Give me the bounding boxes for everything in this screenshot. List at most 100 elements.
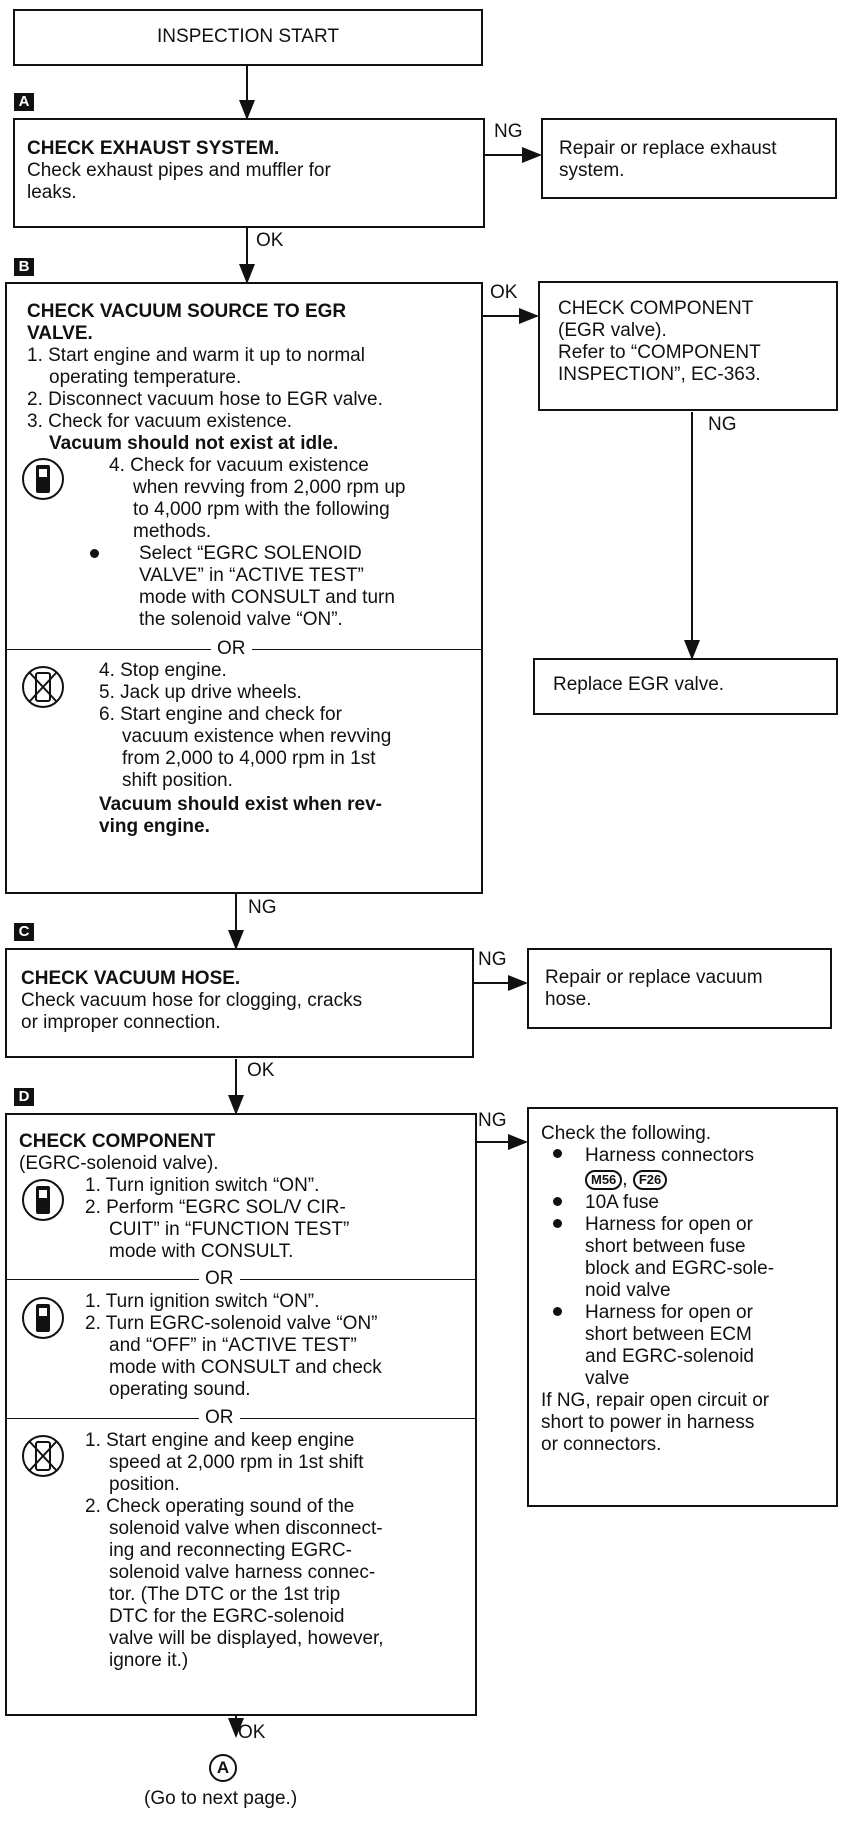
procedure-line: 2. Disconnect vacuum hose to EGR valve.	[27, 389, 383, 410]
procedure-line: and “OFF” in “ACTIVE TEST”	[109, 1335, 357, 1356]
check-exhaust-line: leaks.	[27, 182, 77, 203]
procedure-line: 4. Stop engine.	[99, 660, 227, 681]
procedure-line: valve will be displayed, however,	[109, 1628, 384, 1649]
check-vacuum-hose-line: or improper connection.	[21, 1012, 221, 1033]
check-following-line: or connectors.	[541, 1434, 662, 1455]
repair-vacuum-hose-box: Repair or replace vacuum hose.	[527, 948, 832, 1029]
procedure-line: 1. Turn ignition switch “ON”.	[85, 1175, 320, 1196]
procedure-line: shift position.	[122, 770, 233, 791]
bullet	[553, 1197, 562, 1206]
procedure-line: ing and reconnecting EGRC-	[109, 1540, 352, 1561]
repair-exhaust-line: system.	[559, 160, 625, 181]
procedure-line: 5. Jack up drive wheels.	[99, 682, 302, 703]
check-exhaust-line: Check exhaust pipes and muffler for	[27, 160, 331, 181]
check-following-line: Harness for open or	[585, 1302, 753, 1323]
check-following-line: Harness connectors	[585, 1145, 754, 1166]
repair-exhaust-line: Repair or replace exhaust	[559, 138, 777, 159]
bullet	[90, 549, 99, 558]
check-vacuum-source-title: CHECK VACUUM SOURCE TO EGR	[27, 301, 347, 322]
procedure-line: mode with CONSULT.	[109, 1241, 294, 1262]
procedure-line: 1. Turn ignition switch “ON”.	[85, 1291, 320, 1312]
procedure-line: mode with CONSULT and check	[109, 1357, 382, 1378]
check-egr-line: INSPECTION”, EC-363.	[558, 364, 761, 385]
replace-egr-label: Replace EGR valve.	[553, 674, 725, 695]
check-vacuum-hose-line: Check vacuum hose for clogging, cracks	[21, 990, 363, 1011]
consult-tester-icon	[22, 1297, 64, 1339]
check-following-line: 10A fuse	[585, 1192, 659, 1213]
procedure-line: DTC for the EGRC-solenoid	[109, 1606, 345, 1627]
check-following-line: If NG, repair open circuit or	[541, 1390, 770, 1411]
ok-label: OK	[238, 1722, 266, 1743]
procedure-line: operating temperature.	[49, 367, 242, 388]
bullet	[553, 1219, 562, 1228]
ng-label: NG	[494, 121, 523, 142]
check-following-line: short between fuse	[585, 1236, 746, 1257]
check-vacuum-hose-box: CHECK VACUUM HOSE. Check vacuum hose for…	[5, 948, 474, 1058]
ok-label: OK	[256, 230, 284, 251]
or-label: OR	[199, 1407, 240, 1429]
connector-ids: M56, F26	[585, 1169, 668, 1191]
procedure-line: 1. Start engine and keep engine	[85, 1430, 355, 1451]
or-label: OR	[199, 1268, 240, 1290]
procedure-line: VALVE” in “ACTIVE TEST”	[139, 565, 364, 586]
check-component-box: CHECK COMPONENT (EGRC-solenoid valve). 1…	[5, 1113, 477, 1716]
ok-label: OK	[490, 282, 518, 303]
no-tester-icon	[22, 1435, 64, 1477]
no-tester-icon	[22, 666, 64, 708]
spec-text: Vacuum should exist when rev-	[99, 794, 382, 815]
procedure-line: 2. Turn EGRC-solenoid valve “ON”	[85, 1313, 378, 1334]
check-following-line: Harness for open or	[585, 1214, 753, 1235]
replace-egr-valve-box: Replace EGR valve.	[533, 658, 838, 715]
procedure-line: speed at 2,000 rpm in 1st shift	[109, 1452, 364, 1473]
procedure-line: 6. Start engine and check for	[99, 704, 342, 725]
procedure-line: when revving from 2,000 rpm up	[133, 477, 406, 498]
step-marker-a: A	[14, 93, 34, 111]
repair-hose-line: Repair or replace vacuum	[545, 967, 763, 988]
step-marker-b: B	[14, 258, 34, 276]
check-vacuum-source-box: CHECK VACUUM SOURCE TO EGR VALVE. 1. Sta…	[5, 282, 483, 894]
ng-label: NG	[248, 897, 277, 918]
procedure-line: tor. (The DTC or the 1st trip	[109, 1584, 341, 1605]
check-component-subtitle: (EGRC-solenoid valve).	[19, 1153, 219, 1174]
procedure-line: the solenoid valve “ON”.	[139, 609, 343, 630]
divider	[7, 1279, 475, 1280]
consult-tester-icon	[22, 458, 64, 500]
procedure-line: to 4,000 rpm with the following	[133, 499, 390, 520]
consult-tester-icon	[22, 1179, 64, 1221]
spec-text: Vacuum should not exist at idle.	[49, 433, 339, 454]
check-egr-line: (EGR valve).	[558, 320, 667, 341]
check-following-line: block and EGRC-sole-	[585, 1258, 775, 1279]
repair-exhaust-box: Repair or replace exhaust system.	[541, 118, 837, 199]
inspection-start-box: INSPECTION START	[13, 9, 483, 66]
bullet	[553, 1149, 562, 1158]
check-exhaust-box: CHECK EXHAUST SYSTEM. Check exhaust pipe…	[13, 118, 485, 228]
ok-label: OK	[247, 1060, 275, 1081]
procedure-line: position.	[109, 1474, 180, 1495]
procedure-line: CUIT” in “FUNCTION TEST”	[109, 1219, 350, 1240]
procedure-line: 4. Check for vacuum existence	[109, 455, 369, 476]
go-to-next-page: (Go to next page.)	[144, 1788, 298, 1809]
procedure-line: from 2,000 to 4,000 rpm in 1st	[122, 748, 376, 769]
ng-label: NG	[708, 414, 737, 435]
procedure-line: operating sound.	[109, 1379, 251, 1400]
connector-separator: ,	[622, 1169, 628, 1190]
continuation-marker: A	[209, 1754, 237, 1782]
check-following-line: Check the following.	[541, 1123, 712, 1144]
bullet	[553, 1307, 562, 1316]
check-following-line: short between ECM	[585, 1324, 752, 1345]
or-label: OR	[211, 638, 252, 660]
check-component-title: CHECK COMPONENT	[19, 1131, 216, 1152]
procedure-line: methods.	[133, 521, 212, 542]
check-vacuum-source-title: VALVE.	[27, 323, 93, 344]
check-vacuum-hose-title: CHECK VACUUM HOSE.	[21, 968, 241, 989]
procedure-line: solenoid valve harness connec-	[109, 1562, 376, 1583]
check-egr-valve-box: CHECK COMPONENT (EGR valve). Refer to “C…	[538, 281, 838, 411]
ng-label: NG	[478, 949, 507, 970]
ng-label: NG	[478, 1110, 507, 1131]
check-following-line: and EGRC-solenoid	[585, 1346, 754, 1367]
inspection-start-label: INSPECTION START	[157, 26, 339, 47]
check-egr-line: CHECK COMPONENT	[558, 298, 754, 319]
divider	[7, 1418, 475, 1419]
check-egr-line: Refer to “COMPONENT	[558, 342, 761, 363]
